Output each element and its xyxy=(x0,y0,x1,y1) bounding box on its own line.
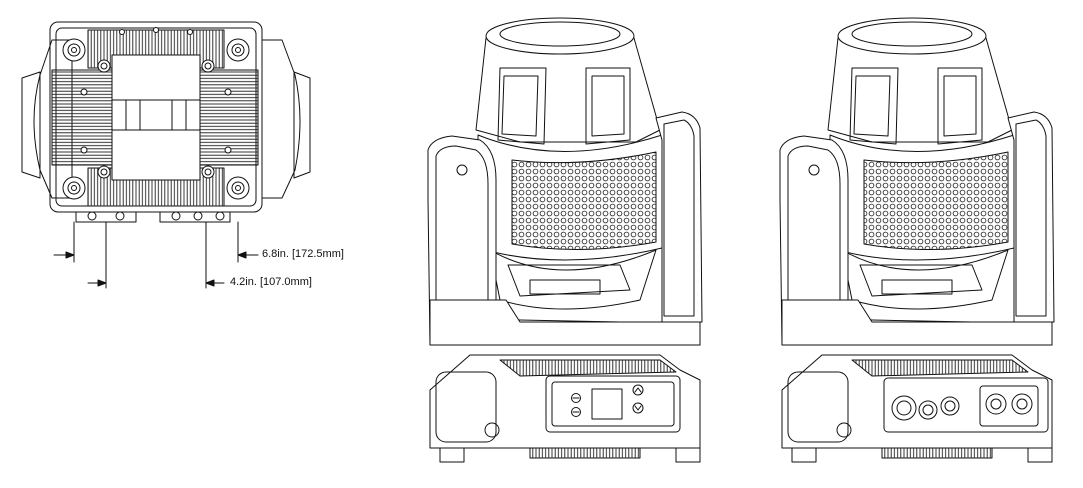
bottom-view xyxy=(22,22,310,288)
rear-view xyxy=(780,18,1054,462)
front-view xyxy=(428,18,702,462)
width-dimension-label: 6.8in. [172.5mm] xyxy=(262,248,344,260)
depth-dimension-label: 4.2in. [107.0mm] xyxy=(230,276,312,288)
